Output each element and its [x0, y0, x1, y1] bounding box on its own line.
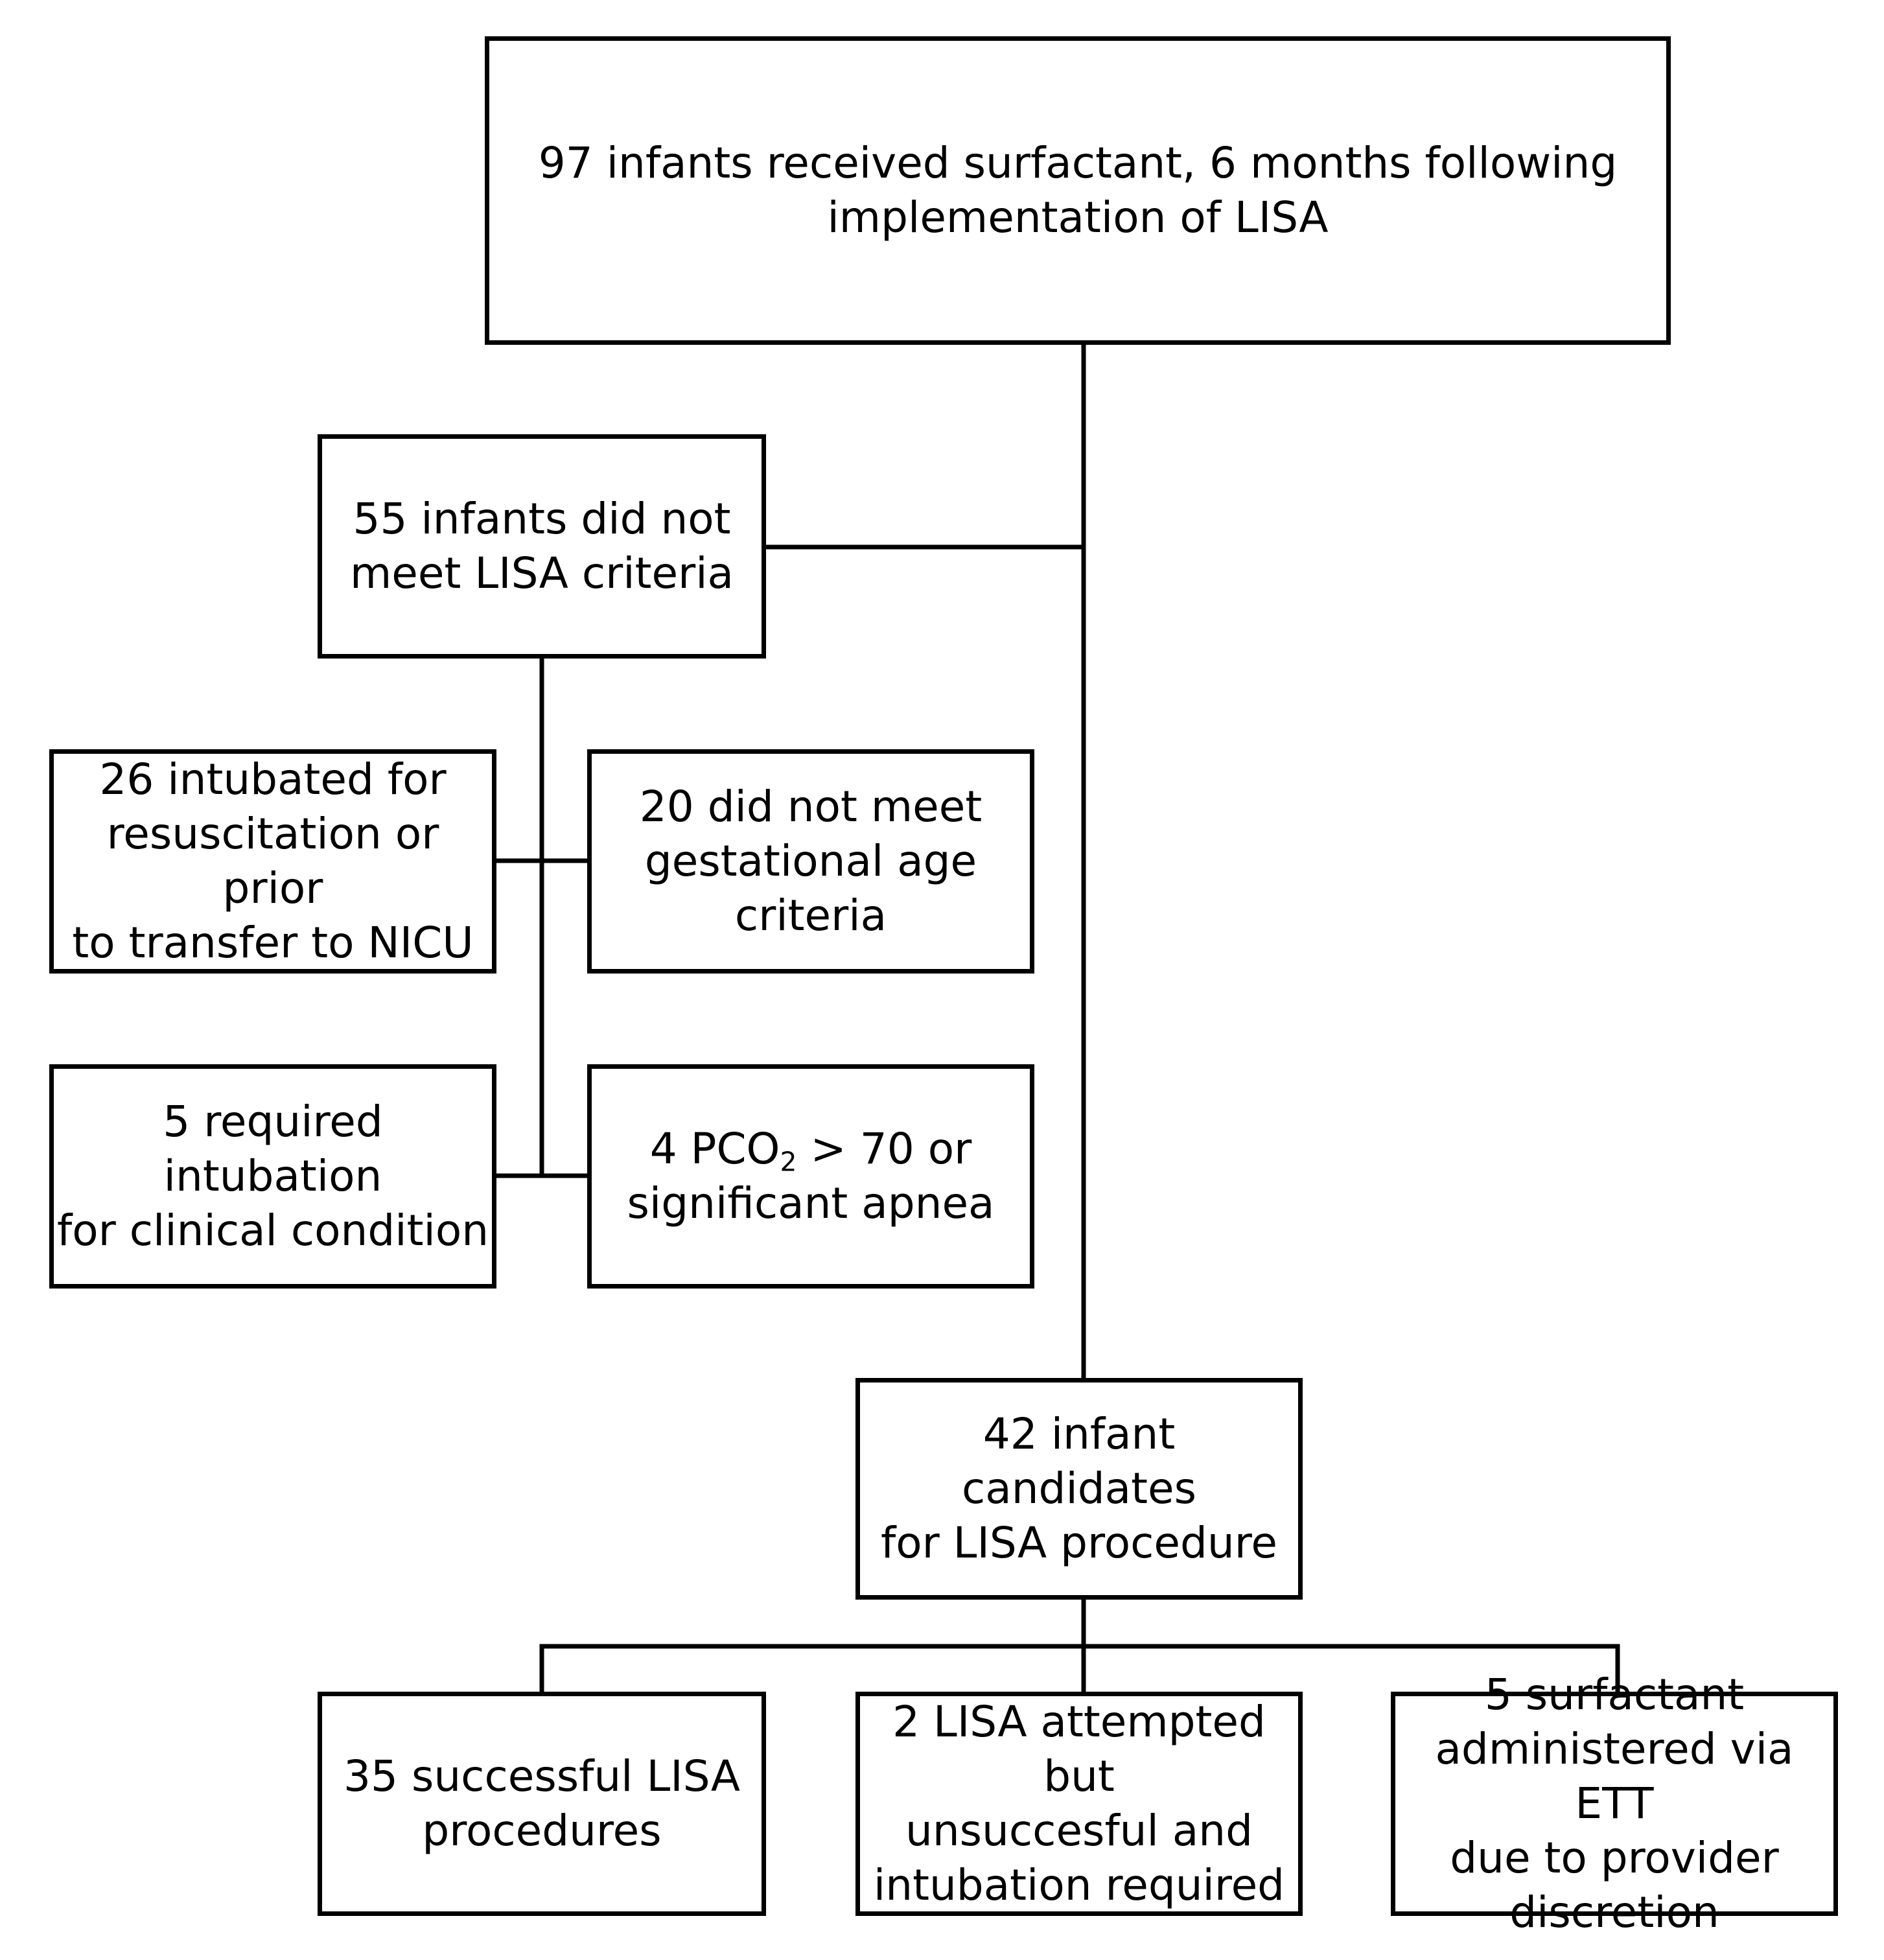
pco2-suffix: > 70 or significant apnea: [627, 1124, 995, 1228]
node-not-meet-criteria-text: 55 infants did not meet LISA criteria: [349, 494, 734, 598]
node-successful-lisa: 35 successful LISA procedures: [318, 1692, 766, 1916]
node-successful-lisa-text: 35 successful LISA procedures: [343, 1751, 740, 1856]
node-pco2-apnea: 4 PCO2 > 70 or significant apnea: [587, 1064, 1034, 1289]
node-candidates-text: 42 infant candidates for LISA procedure: [880, 1409, 1278, 1568]
pco2-prefix: 4 PCO: [649, 1124, 780, 1174]
node-gestational-age-text: 20 did not meet gestational age criteria: [639, 782, 983, 940]
node-clinical-condition: 5 required intubation for clinical condi…: [49, 1064, 496, 1289]
pco2-subscript: 2: [780, 1146, 797, 1178]
node-pco2-apnea-text: 4 PCO2 > 70 or significant apnea: [627, 1122, 995, 1231]
node-lisa-attempted-text: 2 LISA attempted but unsuccesful and int…: [873, 1697, 1285, 1910]
node-intubated-resuscitation-text: 26 intubated for resuscitation or prior …: [72, 754, 474, 968]
node-clinical-condition-text: 5 required intubation for clinical condi…: [56, 1097, 489, 1255]
node-intubated-resuscitation: 26 intubated for resuscitation or prior …: [49, 749, 496, 974]
node-surfactant-ett: 5 surfactant administered via ETT due to…: [1391, 1670, 1838, 1937]
node-candidates: 42 infant candidates for LISA procedure: [855, 1378, 1303, 1600]
node-total: 97 infants received surfactant, 6 months…: [485, 36, 1671, 345]
node-surfactant-ett-text: 5 surfactant administered via ETT due to…: [1435, 1670, 1794, 1937]
node-lisa-attempted: 2 LISA attempted but unsuccesful and int…: [855, 1692, 1303, 1916]
node-gestational-age: 20 did not meet gestational age criteria: [587, 749, 1034, 974]
node-total-text: 97 infants received surfactant, 6 months…: [538, 138, 1618, 242]
node-not-meet-criteria: 55 infants did not meet LISA criteria: [318, 434, 766, 659]
